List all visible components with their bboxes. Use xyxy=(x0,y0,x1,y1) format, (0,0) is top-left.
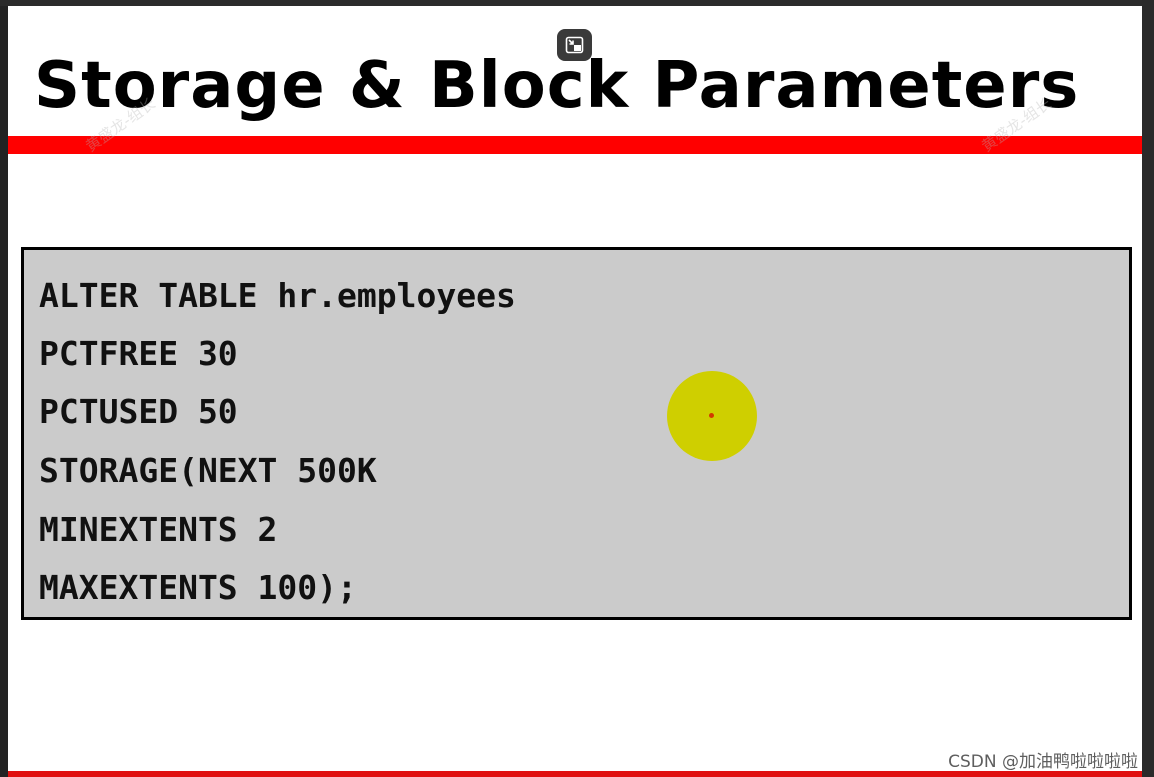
code-line: STORAGE(NEXT 500K xyxy=(39,451,377,490)
code-block: ALTER TABLE hr.employees PCTFREE 30 PCTU… xyxy=(21,247,1132,620)
csdn-credit: CSDN @加油鸭啦啦啦啦 xyxy=(948,752,1138,772)
exit-fullscreen-button[interactable] xyxy=(557,29,592,61)
top-edge xyxy=(0,0,1154,6)
right-edge xyxy=(1142,0,1154,777)
cursor-pointer-icon xyxy=(709,413,714,418)
cursor-highlight xyxy=(667,371,757,461)
code-line: MINEXTENTS 2 xyxy=(39,510,278,549)
code-line: PCTUSED 50 xyxy=(39,392,238,431)
presentation-slide: Storage & Block Parameters 黄盛龙-组长 黄盛龙-组长… xyxy=(8,6,1142,777)
code-line: MAXEXTENTS 100); xyxy=(39,568,357,607)
exit-fullscreen-icon xyxy=(565,36,584,54)
bottom-red-strip xyxy=(8,771,1142,777)
code-line: PCTFREE 30 xyxy=(39,334,238,373)
title-underline-bar xyxy=(8,136,1142,154)
code-line: ALTER TABLE hr.employees xyxy=(39,276,516,315)
slide-title: Storage & Block Parameters xyxy=(34,49,1080,123)
